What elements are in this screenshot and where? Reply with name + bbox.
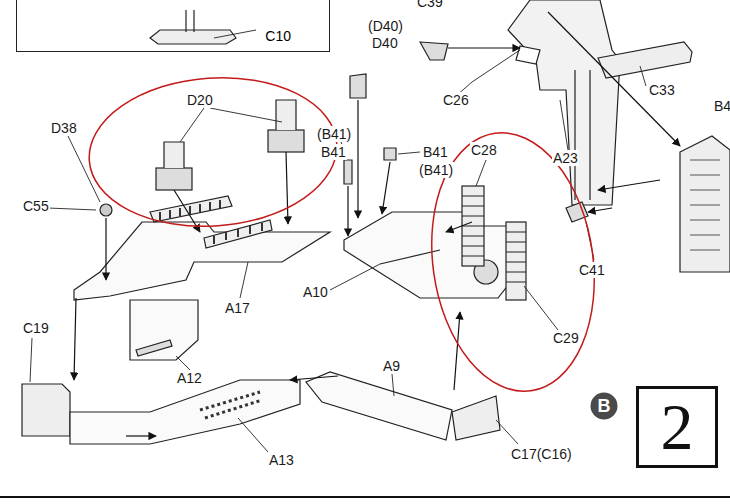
callout-number: B41 [422,144,449,160]
callout-number: (B41) [418,162,454,178]
step-number: 2 [661,394,694,460]
callout-number: A17 [224,300,251,316]
callout-number: (D40) [367,18,404,34]
section-badge: B [590,392,618,420]
callout-number: C19 [22,320,50,336]
callout-number: C55 [22,198,50,214]
inset-box: C10 [16,0,330,52]
callout-number: (B41) [316,126,352,142]
step-number-box: 2 [636,386,718,468]
callout-number: B41 [320,144,347,160]
callout-number: C41 [578,262,606,278]
callout-number: C28 [470,142,498,158]
callout-number: A12 [176,370,203,386]
callout-number: A13 [268,452,295,468]
callout-number: A23 [552,150,579,166]
callout-number: D20 [186,92,214,108]
callout-number: C29 [552,330,580,346]
callout-number: A10 [302,284,329,300]
callout-number: C33 [648,82,676,98]
badge-fill [591,393,618,420]
part-number: C10 [265,29,291,43]
callout-number: B4 [713,98,730,114]
section-letter: B [598,397,611,415]
callout-number: C26 [442,92,470,108]
callout-number: A9 [382,358,401,374]
callout-number: D40 [371,35,399,51]
callout-number: C17(C16) [510,446,573,462]
callout-number: D38 [50,120,78,136]
callout-number: C39 [416,0,444,10]
